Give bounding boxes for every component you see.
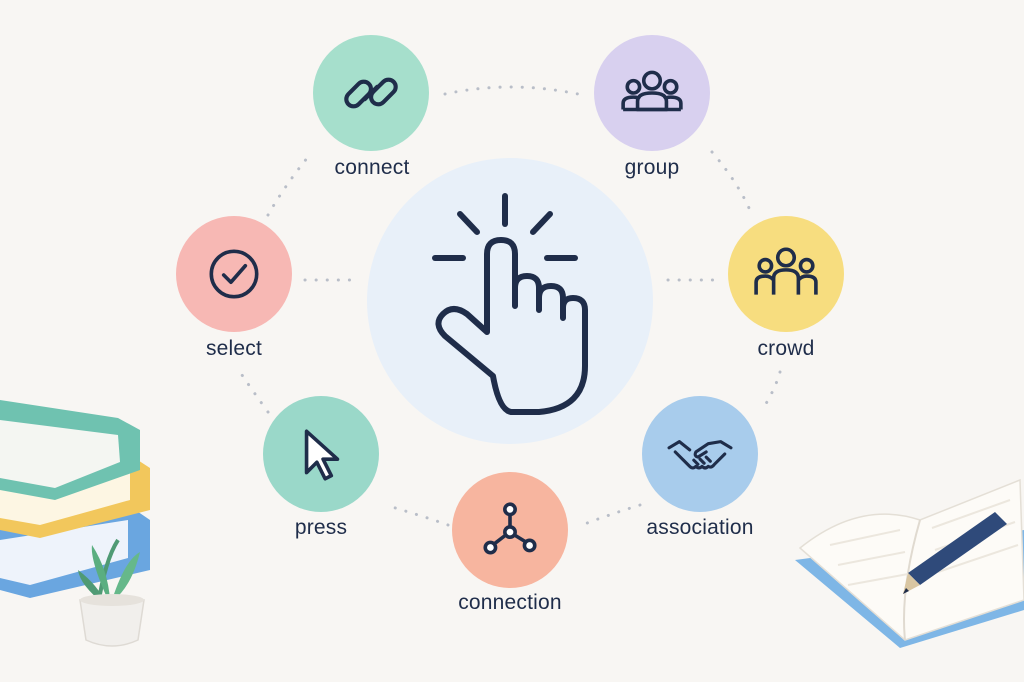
tap-hand-icon xyxy=(432,193,588,415)
center-tap-circle xyxy=(367,158,653,444)
network-node-icon xyxy=(483,502,537,555)
label-association: association xyxy=(646,516,754,539)
label-crowd: crowd xyxy=(757,337,815,360)
node-connection[interactable] xyxy=(452,472,568,588)
node-press[interactable] xyxy=(263,396,379,512)
label-connect: connect xyxy=(334,156,410,179)
connector-connect-group xyxy=(443,85,580,96)
connector-association-connection xyxy=(580,503,642,527)
label-group: group xyxy=(624,156,680,179)
node-association[interactable] xyxy=(642,396,758,512)
label-connection: connection xyxy=(458,591,562,614)
connector-press-select xyxy=(238,370,270,414)
checkmark-icon xyxy=(209,249,259,299)
node-group[interactable] xyxy=(594,35,710,151)
node-connect[interactable] xyxy=(313,35,429,151)
handshake-icon xyxy=(667,440,733,470)
potted-plant xyxy=(78,538,145,647)
crowd-icon xyxy=(754,247,818,295)
link-icon xyxy=(344,77,398,109)
label-press: press xyxy=(294,516,348,539)
cursor-icon xyxy=(304,429,340,481)
label-select: select xyxy=(205,337,263,360)
pen-icon xyxy=(903,512,1007,594)
book-stack xyxy=(0,400,150,598)
node-select[interactable] xyxy=(176,216,292,332)
node-crowd[interactable] xyxy=(728,216,844,332)
group-icon xyxy=(621,70,683,112)
open-notebook xyxy=(795,478,1024,648)
